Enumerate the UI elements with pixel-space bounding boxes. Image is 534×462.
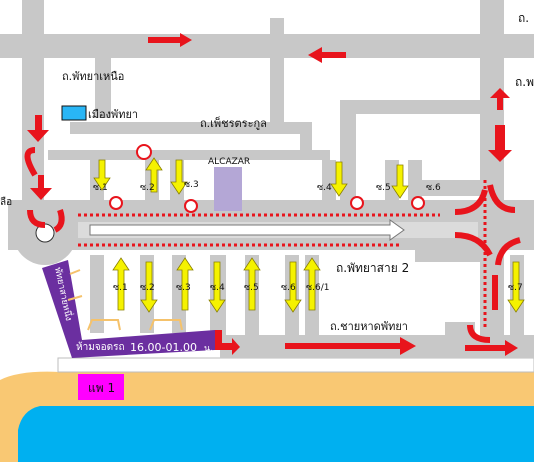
label-time-unit: น. xyxy=(204,344,213,354)
beach xyxy=(0,371,534,462)
roundabout xyxy=(13,201,77,265)
no-turn-sign-1 xyxy=(136,144,152,160)
label-right: ถ.พ xyxy=(515,75,534,89)
label-alcazar: ALCAZAR xyxy=(208,157,250,167)
label-pier: แพ 1 xyxy=(88,381,115,395)
sea xyxy=(0,396,534,462)
purple-road xyxy=(42,260,215,358)
no-turn-sign-2 xyxy=(109,196,123,210)
soi-lower-1: ซ.1 xyxy=(113,283,128,293)
no-parking-lines xyxy=(78,180,487,330)
small-arrows xyxy=(67,269,183,331)
label-top-right: ถ. xyxy=(518,11,529,25)
soi-upper-3: ซ.3 xyxy=(184,180,199,190)
soi-upper-1: ซ.1 xyxy=(93,183,108,193)
no-turn-sign-4 xyxy=(350,196,364,210)
soi-lower-2: ซ.2 xyxy=(140,283,155,293)
soi-lower-4: ซ.4 xyxy=(210,283,225,293)
label-chai-hat: ถ.ชายหาดพัทยา xyxy=(330,320,408,333)
main-road-arrows xyxy=(89,219,405,241)
label-mueang-pattaya: เมืองพัทยา xyxy=(88,108,138,121)
soi-upper-6: ซ.6 xyxy=(426,183,441,193)
soi-lower-6: ซ.6 xyxy=(281,283,296,293)
soi-lower-7: ซ.7 xyxy=(508,283,523,293)
label-left-cut: ลือ xyxy=(0,196,12,208)
soi-labels-upper: ซ.1 ซ.2 ซ.3 ซ.4 ซ.5 ซ.6 xyxy=(93,180,441,193)
label-pattaya-nuea: ถ.พัทยาเหนือ xyxy=(62,70,124,83)
yellow-arrows xyxy=(93,157,525,313)
soi-lower-5: ซ.5 xyxy=(244,283,259,293)
intersection-arrows xyxy=(24,147,521,343)
soi-upper-4: ซ.4 xyxy=(317,183,332,193)
soi-lower-6-1: ซ.6/1 xyxy=(306,283,329,293)
no-turn-sign-3 xyxy=(184,199,198,213)
pattaya-box xyxy=(61,105,87,121)
soi-upper-5: ซ.5 xyxy=(376,183,391,193)
pier-box xyxy=(78,374,124,400)
label-no-parking: ห้ามจอดรถ xyxy=(76,341,125,353)
no-turn-sign-5 xyxy=(411,196,425,210)
no-turn-signs xyxy=(109,144,425,213)
red-arrows xyxy=(27,33,518,356)
beach-road xyxy=(57,357,534,373)
label-pattaya-sai-2: ถ.พัทยาสาย 2 xyxy=(336,261,409,275)
soi-lower-3: ซ.3 xyxy=(176,283,191,293)
alcazar-building xyxy=(214,167,242,211)
label-time-range: 16.00-01.00 xyxy=(130,341,197,354)
soi-upper-2: ซ.2 xyxy=(140,183,155,193)
soi-labels-lower: ซ.1 ซ.2 ซ.3 ซ.4 ซ.5 ซ.6 ซ.6/1 ซ.7 xyxy=(113,283,523,293)
label-phet-krakul: ถ.เพ็ชรตระกูล xyxy=(200,116,267,130)
